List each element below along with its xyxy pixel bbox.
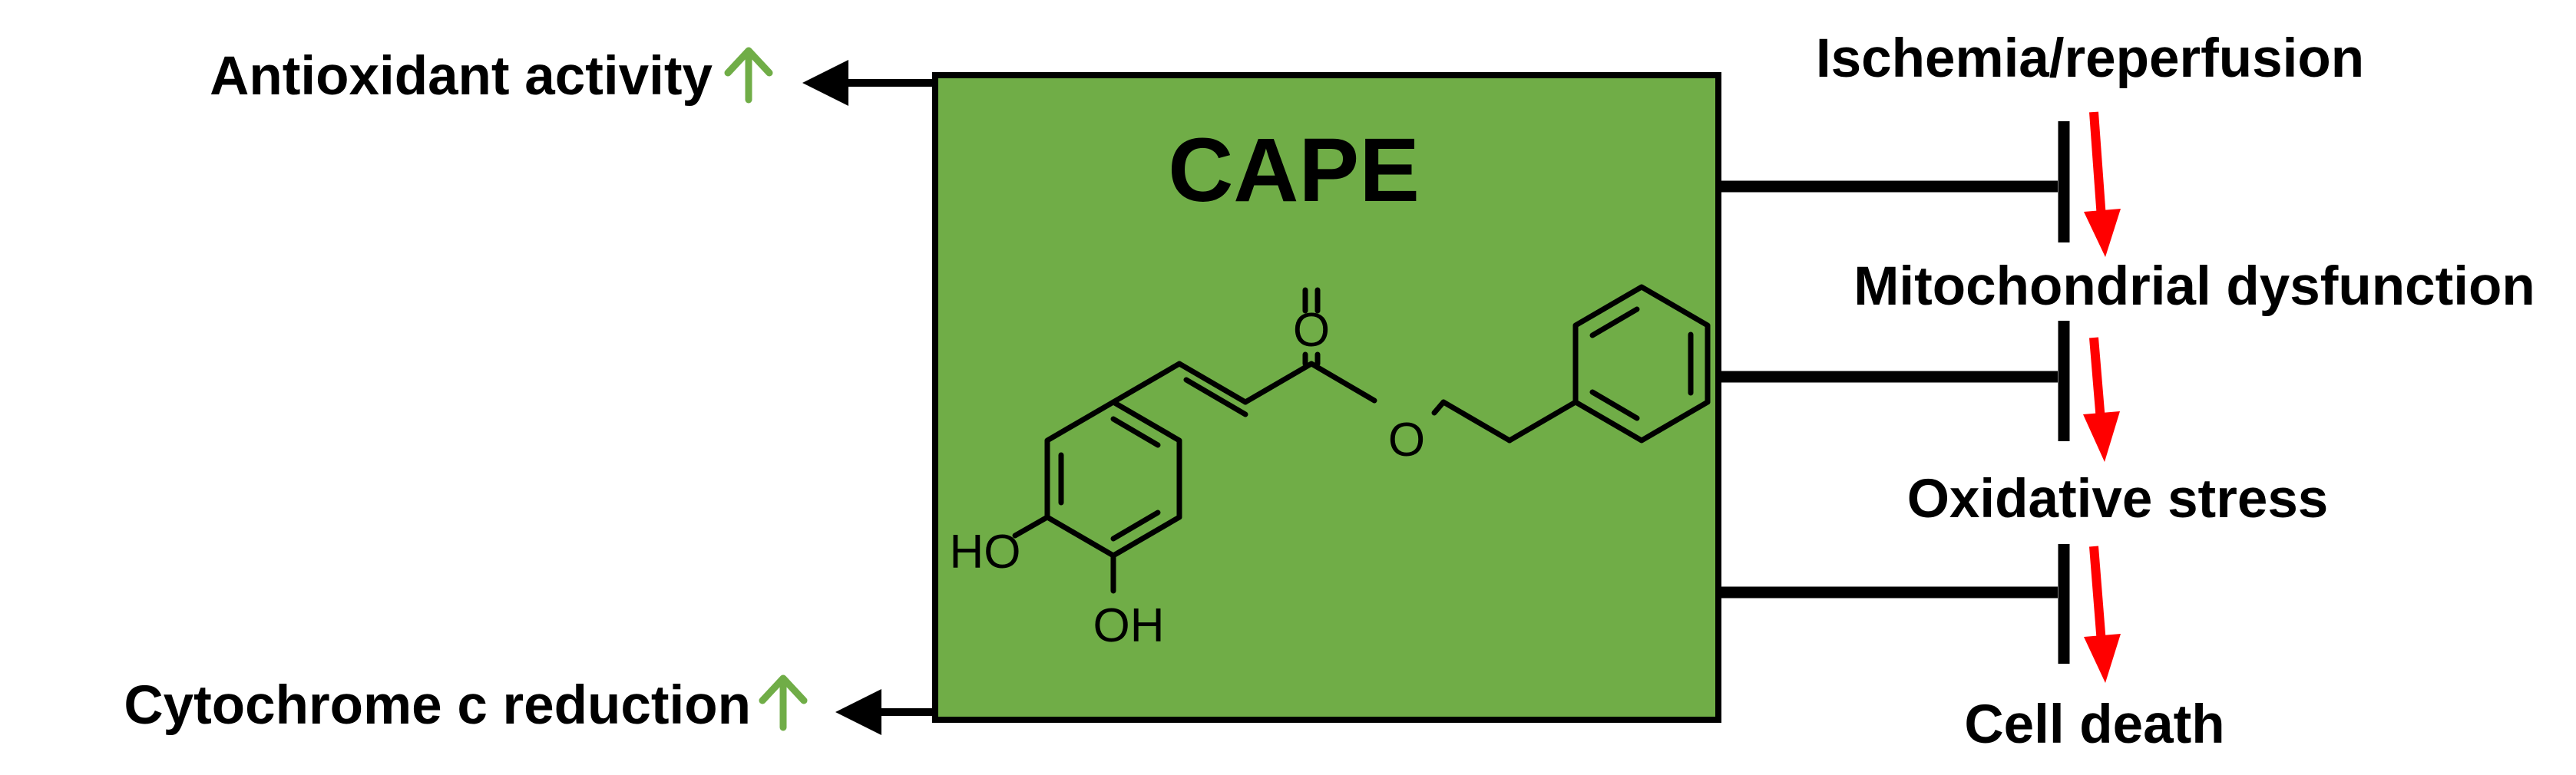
cape-structure xyxy=(1012,284,1711,594)
cascade-step-oxidative: Oxidative stress xyxy=(1907,469,2329,529)
carbonyl-oxygen-label: O xyxy=(1293,304,1330,357)
effect-label-antioxidant: Antioxidant activity xyxy=(210,46,713,107)
hydroxyl-label-oh: OH xyxy=(1093,599,1165,652)
cascade-step-mitochondrial: Mitochondrial dysfunction xyxy=(1853,256,2535,317)
up-arrow-icon xyxy=(724,47,773,104)
cascade-arrows xyxy=(2083,111,2121,683)
red-down-arrow-2 xyxy=(2083,411,2120,462)
ester-oxygen-label: O xyxy=(1388,414,1425,467)
compound-name: CAPE xyxy=(1168,120,1420,221)
red-down-arrow-1 xyxy=(2084,209,2121,257)
red-down-arrow-3 xyxy=(2084,634,2121,683)
cape-box xyxy=(932,72,1721,723)
phenyl-ring xyxy=(1572,284,1711,444)
hydroxyl-label-ho: HO xyxy=(950,526,1021,579)
cascade-step-ischemia: Ischemia/reperfusion xyxy=(1816,28,2364,89)
up-arrow-icon xyxy=(759,674,808,731)
effect-label-cytochrome: Cytochrome c reduction xyxy=(124,675,751,736)
inhibition-lines xyxy=(1718,121,2070,664)
cascade-step-cell-death: Cell death xyxy=(1964,694,2224,755)
